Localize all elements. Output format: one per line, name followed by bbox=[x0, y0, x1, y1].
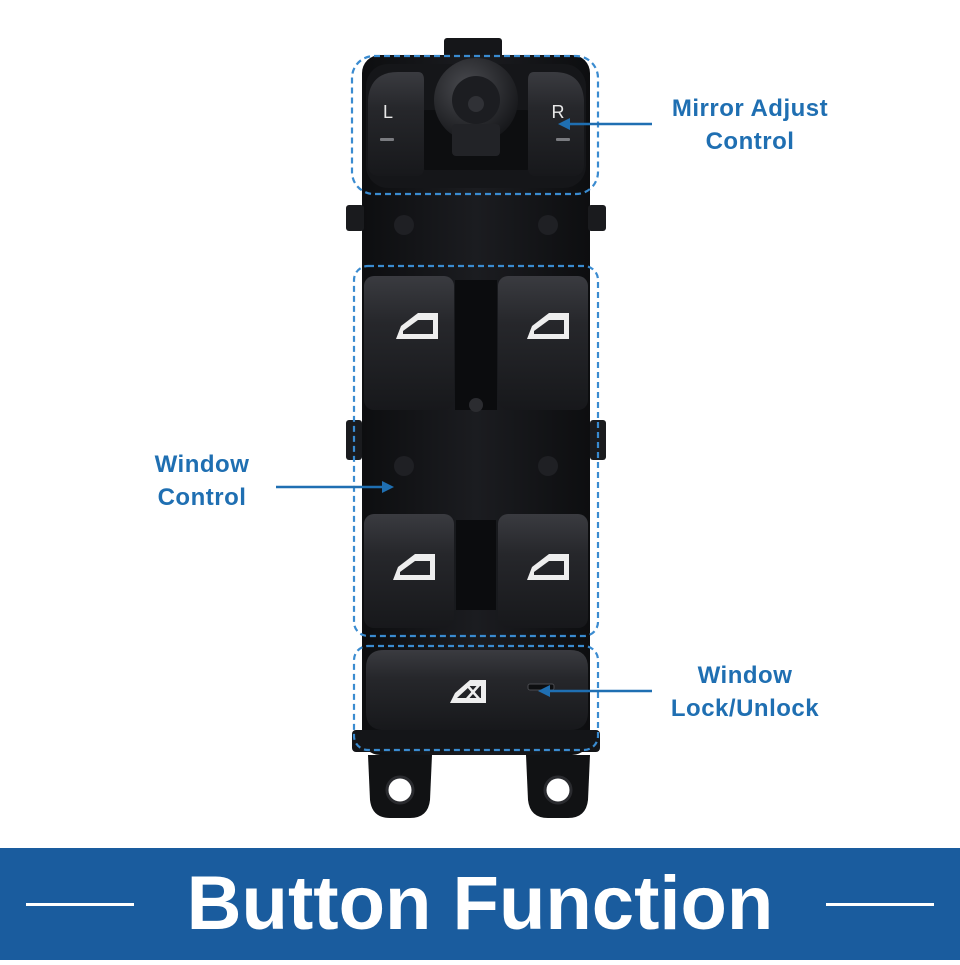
window-button-rear-left[interactable] bbox=[364, 514, 454, 628]
banner-title: Button Function bbox=[186, 861, 774, 946]
mirror-left-button[interactable]: L bbox=[368, 72, 424, 176]
window-button-rear-right[interactable] bbox=[498, 514, 588, 628]
window-lock-label: Window Lock/Unlock bbox=[652, 659, 838, 725]
window-button-front-left[interactable] bbox=[364, 276, 454, 410]
title-banner: Button Function bbox=[0, 848, 960, 960]
window-control-outline bbox=[352, 264, 600, 638]
callout-arrows bbox=[276, 118, 652, 697]
mirror-adjust-label-line2: Control bbox=[705, 128, 795, 155]
window-arrow-icon bbox=[393, 554, 435, 580]
mounting-tab-right bbox=[526, 755, 590, 818]
window-lock-outline bbox=[352, 644, 600, 752]
window-lock-label-line1: Window bbox=[697, 662, 793, 689]
banner-rule-left bbox=[26, 903, 134, 906]
mirror-right-letter: R bbox=[552, 102, 565, 122]
mirror-adjust-label: Mirror Adjust Control bbox=[652, 92, 848, 158]
mirror-left-letter: L bbox=[383, 102, 393, 122]
window-arrow-icon bbox=[527, 554, 569, 580]
window-button-front-right[interactable] bbox=[498, 276, 588, 410]
window-control-label: Window Control bbox=[134, 448, 270, 514]
window-control-label-line2: Control bbox=[157, 484, 247, 511]
mirror-adjust-label-line1: Mirror Adjust bbox=[671, 95, 829, 122]
window-lock-label-line2: Lock/Unlock bbox=[670, 695, 820, 722]
window-arrow-icon bbox=[527, 313, 569, 339]
window-lock-button[interactable] bbox=[366, 650, 588, 730]
banner-rule-right bbox=[826, 903, 934, 906]
mounting-tab-left bbox=[368, 755, 432, 818]
window-control-label-line1: Window bbox=[154, 451, 250, 478]
mirror-joystick-knob[interactable] bbox=[434, 58, 518, 156]
window-arrow-icon bbox=[396, 313, 438, 339]
mirror-right-button[interactable]: R bbox=[528, 72, 584, 176]
